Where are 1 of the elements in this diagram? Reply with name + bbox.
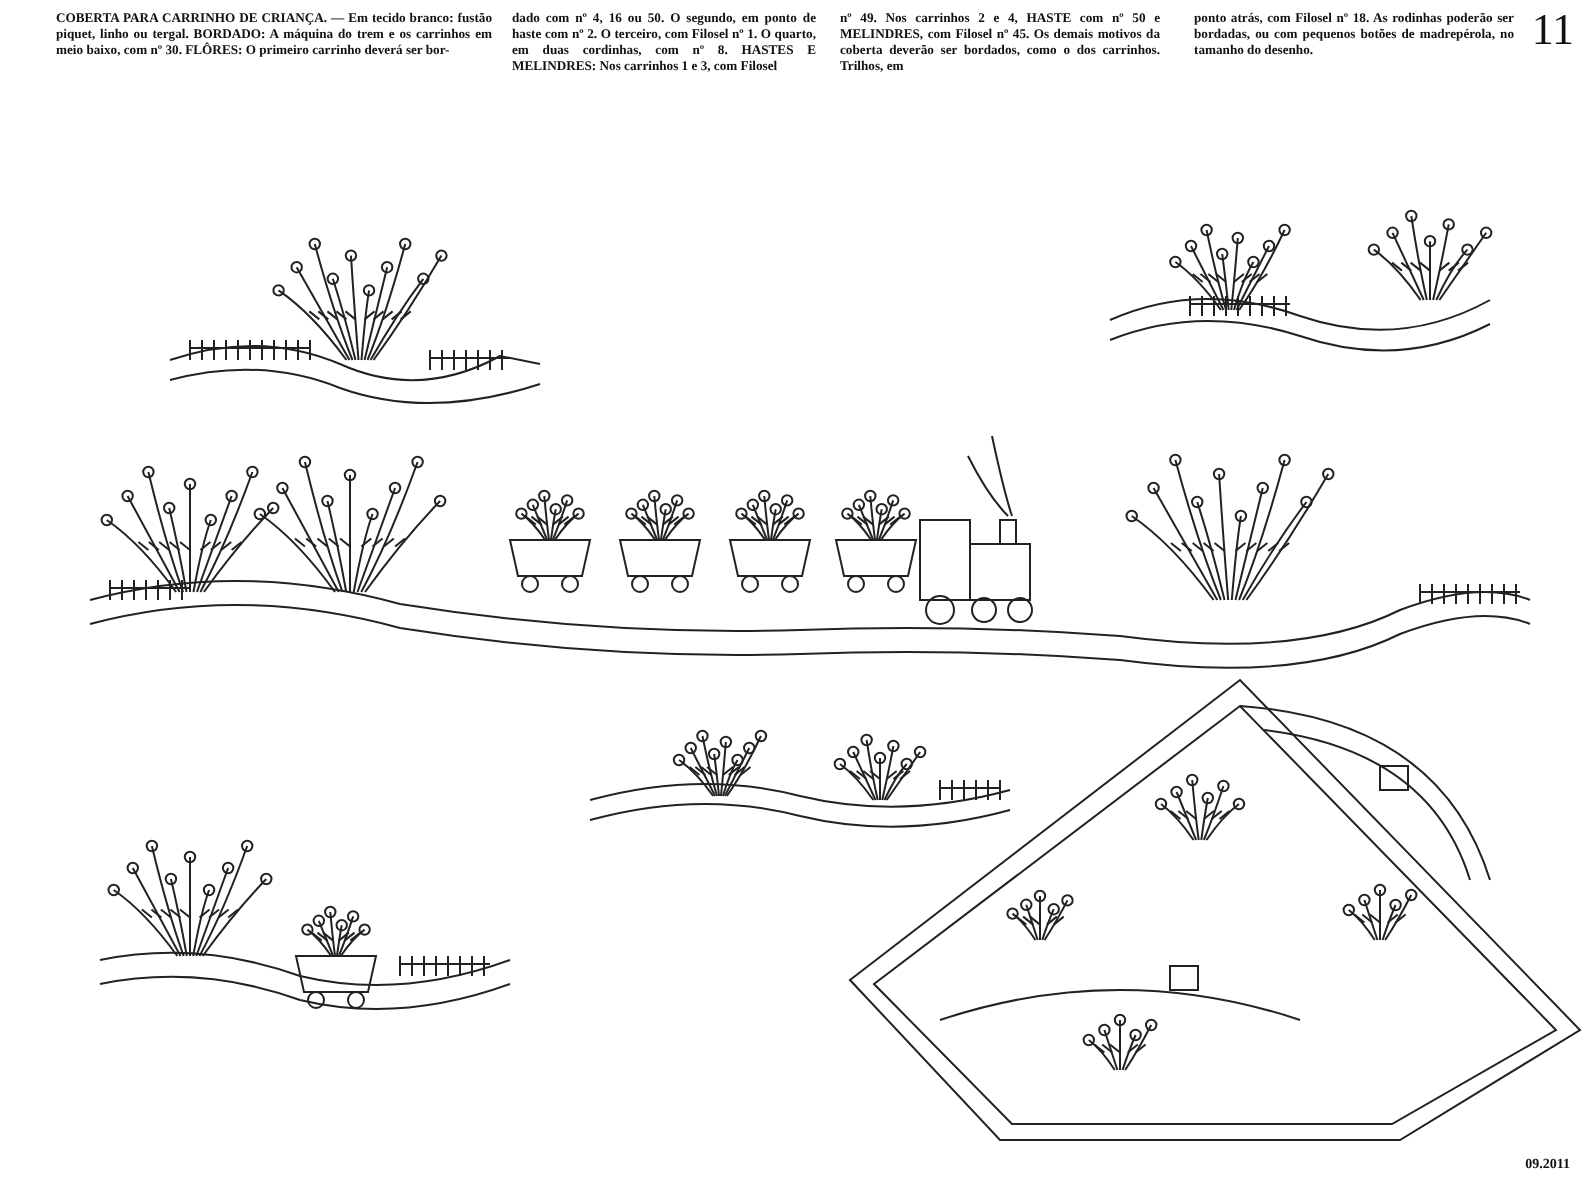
- page-number: 11: [1531, 8, 1574, 52]
